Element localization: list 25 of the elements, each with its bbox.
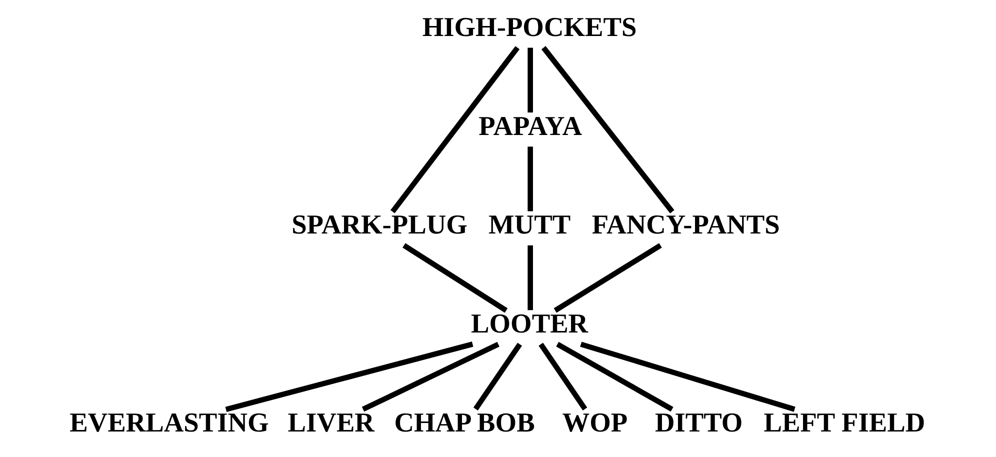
node-text: WOP — [562, 407, 628, 438]
connector — [538, 342, 588, 410]
node-text: LOOTER — [471, 308, 588, 338]
node-text: SPARK-PLUG — [292, 210, 468, 240]
node-text: LIVER — [288, 407, 374, 438]
connector — [473, 342, 522, 410]
connector — [556, 342, 674, 412]
connector — [362, 342, 500, 412]
node-text: HIGH-POCKETS — [422, 12, 637, 42]
connector — [390, 46, 520, 214]
node-text: LEFT FIELD — [764, 407, 926, 438]
node-text: MUTT — [488, 210, 571, 240]
connector — [554, 243, 662, 313]
node-text: EVERLASTING — [70, 407, 269, 438]
node-text: PAPAYA — [478, 110, 582, 141]
connector — [528, 245, 533, 310]
connector — [528, 146, 533, 212]
connector — [541, 46, 674, 214]
node-text: DITTO — [654, 407, 743, 438]
connector — [402, 243, 508, 313]
node-text: FANCY-PANTS — [592, 210, 780, 240]
connector — [528, 48, 533, 112]
node-text: CHAP BOB — [394, 407, 535, 438]
connector — [225, 342, 474, 412]
connector — [580, 342, 796, 412]
